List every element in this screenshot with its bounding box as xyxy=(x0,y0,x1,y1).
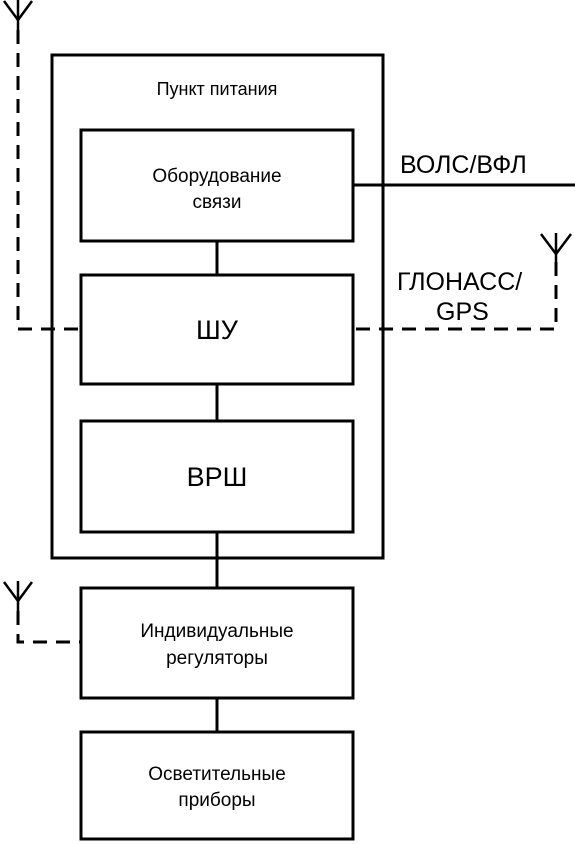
supply-point-label: Пункт питания xyxy=(157,79,278,99)
fiber-link-label: ВОЛС/ВФЛ xyxy=(400,151,527,179)
comm-equipment-label-line2: связи xyxy=(193,192,242,213)
vrsh-block xyxy=(79,419,355,534)
regulators-block xyxy=(79,586,355,700)
regulators-label-line1: Индивидуальные xyxy=(140,621,293,642)
shu-label: ШУ xyxy=(196,315,239,345)
vrsh-label: ВРШ xyxy=(187,462,248,492)
antenna-icon xyxy=(2,0,34,30)
luminaires-block xyxy=(79,730,355,841)
luminaires-label-line2: приборы xyxy=(178,790,255,811)
shu-block xyxy=(79,273,355,386)
gnss-label-line1: ГЛОНАСС/ xyxy=(397,268,522,296)
antenna-icon xyxy=(540,233,572,262)
radio-link-regulators xyxy=(16,611,81,644)
radio-link-shu-left xyxy=(16,30,81,331)
comm-equipment-label-line1: Оборудование xyxy=(152,166,281,187)
regulators-label-line2: регуляторы xyxy=(166,648,268,669)
luminaires-label-line1: Осветительные xyxy=(148,764,286,785)
antenna-icon xyxy=(2,581,34,611)
gnss-label-line2: GPS xyxy=(436,298,489,326)
